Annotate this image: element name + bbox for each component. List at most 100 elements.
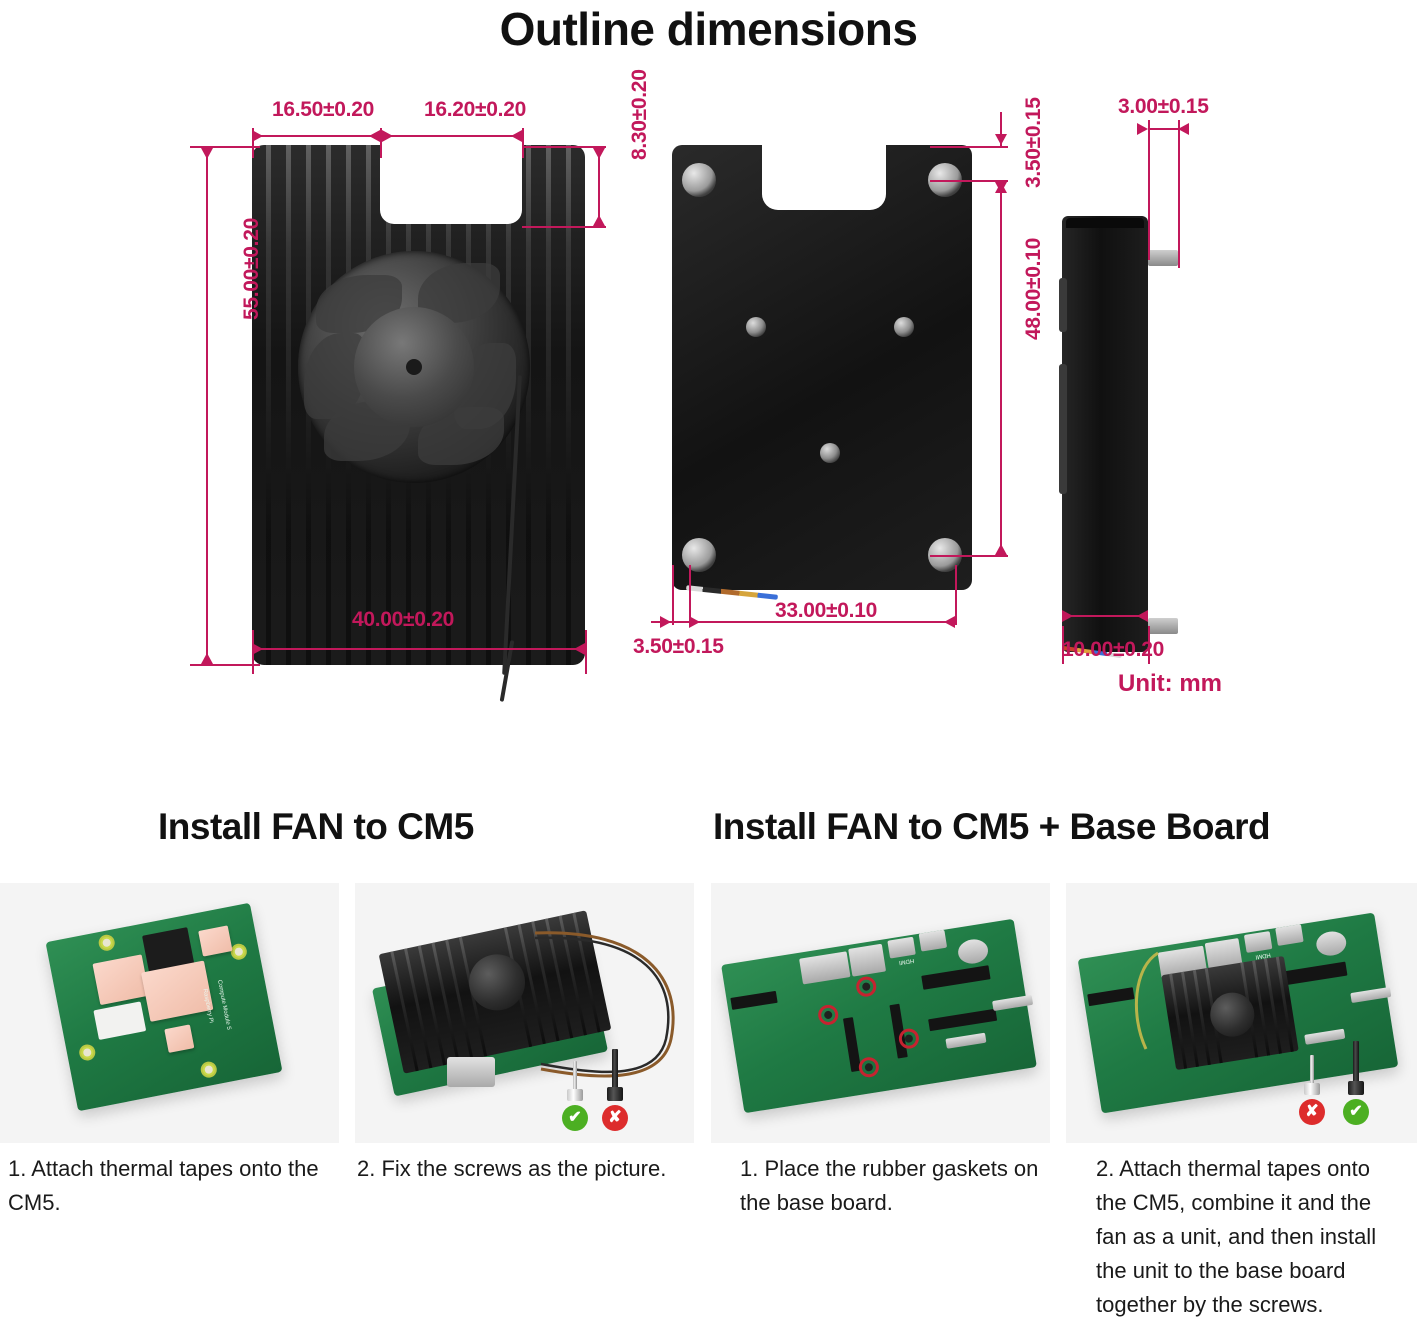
- ext-line-th-r: [1148, 626, 1150, 664]
- caption-step-4: 2. Attach thermal tapes onto the CM5, co…: [1096, 1156, 1377, 1317]
- dim-line-left-edge-to-hole: [651, 621, 691, 623]
- fan-cable: [534, 931, 675, 1078]
- photo-fan-screws: ✔ ✘: [355, 883, 694, 1143]
- dim-label-thickness: 10.00±0.20: [1062, 638, 1164, 661]
- arrow-h-b: [201, 653, 213, 664]
- base-board: HDMI: [721, 918, 1037, 1114]
- photo-panels: Raspberry Pi Compute Module 5 ✔ ✘: [0, 883, 1417, 1143]
- gasket-position-3: [857, 1055, 881, 1079]
- thermal-pad-bottom: [164, 1024, 195, 1053]
- check-icon-long-screw-panel4: ✔: [1343, 1099, 1369, 1125]
- photo-assembled-unit: HDMI ✘ ✔: [1066, 883, 1417, 1143]
- photo-base-board-gaskets: HDMI: [711, 883, 1050, 1143]
- dim-line-hole-spacing-horizontal: [689, 621, 955, 623]
- ext-line-bv-bothole: [930, 555, 1008, 557]
- arrow-w-a: [252, 643, 263, 655]
- section-headings: Install FAN to CM5 Install FAN to CM5 + …: [0, 806, 1417, 856]
- cross-icon-long-screw-panel2: ✘: [602, 1105, 628, 1131]
- ext-line-w-right: [585, 630, 587, 674]
- arrow-left-a: [252, 130, 263, 142]
- ext-line-notch-top: [522, 146, 606, 148]
- bb-power-jack: [956, 937, 990, 966]
- unit-label: Unit: mm: [1118, 670, 1222, 697]
- arrow-notch-a: [593, 148, 605, 159]
- dim-label-connector-width: 3.00±0.15: [1118, 95, 1209, 118]
- arrow-bvl: [660, 616, 671, 628]
- photo-cm5-thermal-tapes: Raspberry Pi Compute Module 5: [0, 883, 339, 1143]
- ext-line-notch-bot: [522, 226, 606, 228]
- bb2-power-jack: [1314, 929, 1348, 958]
- side-bump-lower: [1059, 364, 1067, 494]
- section-heading-install-fan-cm5-base-board: Install FAN to CM5 + Base Board: [713, 806, 1271, 847]
- dim-label-height: 55.00±0.20: [240, 218, 263, 320]
- dim-label-top-right-width: 16.20±0.20: [424, 98, 526, 121]
- dim-line-top-right-width: [382, 135, 522, 137]
- plate-notch: [762, 144, 886, 210]
- dim-label-hole-spacing-horizontal: 33.00±0.10: [775, 599, 877, 622]
- thermal-pad-topright: [198, 925, 233, 957]
- arrow-left-b: [369, 130, 380, 142]
- bb-usb-ports: [799, 951, 851, 985]
- arrow-bvh-a: [689, 616, 700, 628]
- arrow-th-b: [1137, 610, 1148, 622]
- bb2-gpio-header: [1278, 961, 1348, 987]
- cm5-mount-hole-br: [199, 1060, 219, 1079]
- side-connector-tab-bottom: [1148, 618, 1178, 634]
- ext-line-fv-notchright: [522, 128, 524, 158]
- dim-label-hole-spacing-vertical: 48.00±0.10: [1022, 238, 1045, 340]
- thermal-pad-left: [92, 954, 150, 1006]
- ext-line-sv-a: [1148, 120, 1150, 260]
- side-bump-upper: [1059, 278, 1067, 332]
- ext-line-h-top: [190, 146, 260, 148]
- dim-line-thickness: [1062, 615, 1148, 617]
- bb-edge-connector-left: [730, 990, 778, 1010]
- dim-label-width: 40.00±0.20: [352, 608, 454, 631]
- dim-line-notch-depth: [598, 146, 600, 226]
- heatsink-notch: [380, 144, 522, 224]
- caption-step-1: 1. Attach thermal tapes onto the CM5.: [8, 1156, 319, 1215]
- bb-silk-hdmi: HDMI: [898, 956, 915, 966]
- bb2-ffc-connector-2: [1304, 1028, 1346, 1045]
- arrow-sv-b: [1178, 123, 1189, 135]
- cm5-mount-hole-bl: [77, 1043, 97, 1062]
- dim-line-height: [206, 146, 208, 664]
- gasket-position-2: [854, 975, 878, 999]
- dim-label-top-edge-to-hole: 3.50±0.15: [1022, 97, 1045, 188]
- gasket-position-1: [816, 1003, 840, 1027]
- fan-assembly: [298, 251, 530, 483]
- side-top-strip: [1066, 218, 1144, 228]
- long-screw-panel2: [607, 1049, 623, 1101]
- mount-hole-top-left: [682, 163, 716, 197]
- fan-center-screw: [406, 359, 422, 375]
- ext-line-fv-left: [252, 128, 254, 158]
- dim-label-top-left-width: 16.50±0.20: [272, 98, 374, 121]
- bb2-hdmi-port-2: [1275, 924, 1304, 946]
- ext-line-h-bot: [190, 664, 260, 666]
- cm5-board: Raspberry Pi Compute Module 5: [45, 902, 283, 1112]
- ext-line-bv-holeL: [689, 565, 691, 625]
- ext-line-bv-holeR: [955, 565, 957, 625]
- arrow-th-a: [1062, 610, 1073, 622]
- bb-gpio-header-2: [928, 1008, 998, 1032]
- bb2-ffc-connector-1: [1350, 986, 1392, 1004]
- ext-line-th-l: [1062, 626, 1064, 664]
- check-icon-short-screw-panel2: ✔: [562, 1105, 588, 1131]
- page-title: Outline dimensions: [499, 3, 918, 55]
- ext-line-sv-b: [1178, 120, 1180, 268]
- short-screw-panel2: [567, 1061, 583, 1101]
- arrow-sv-a: [1137, 123, 1148, 135]
- cm5-mount-hole-tr: [229, 942, 249, 962]
- arrow-bvh-b: [944, 616, 955, 628]
- bb-hdmi-port-1: [887, 936, 916, 959]
- arrow-w-b: [574, 643, 585, 655]
- cm5-silk-model: Compute Module 5: [215, 979, 232, 1031]
- bb-hdmi-port-2: [918, 929, 948, 952]
- side-connector-tab-top: [1148, 250, 1178, 266]
- dim-line-hole-spacing-vertical: [1000, 180, 1002, 555]
- caption-step-2: 2. Fix the screws as the picture.: [357, 1156, 667, 1181]
- bb-ffc-connector-1: [992, 994, 1034, 1012]
- arrow-bvv-a: [995, 182, 1007, 193]
- long-screw-panel4: [1348, 1041, 1364, 1095]
- arrow-bvv-b: [995, 544, 1007, 555]
- dim-line-top-edge-to-hole: [1000, 112, 1002, 146]
